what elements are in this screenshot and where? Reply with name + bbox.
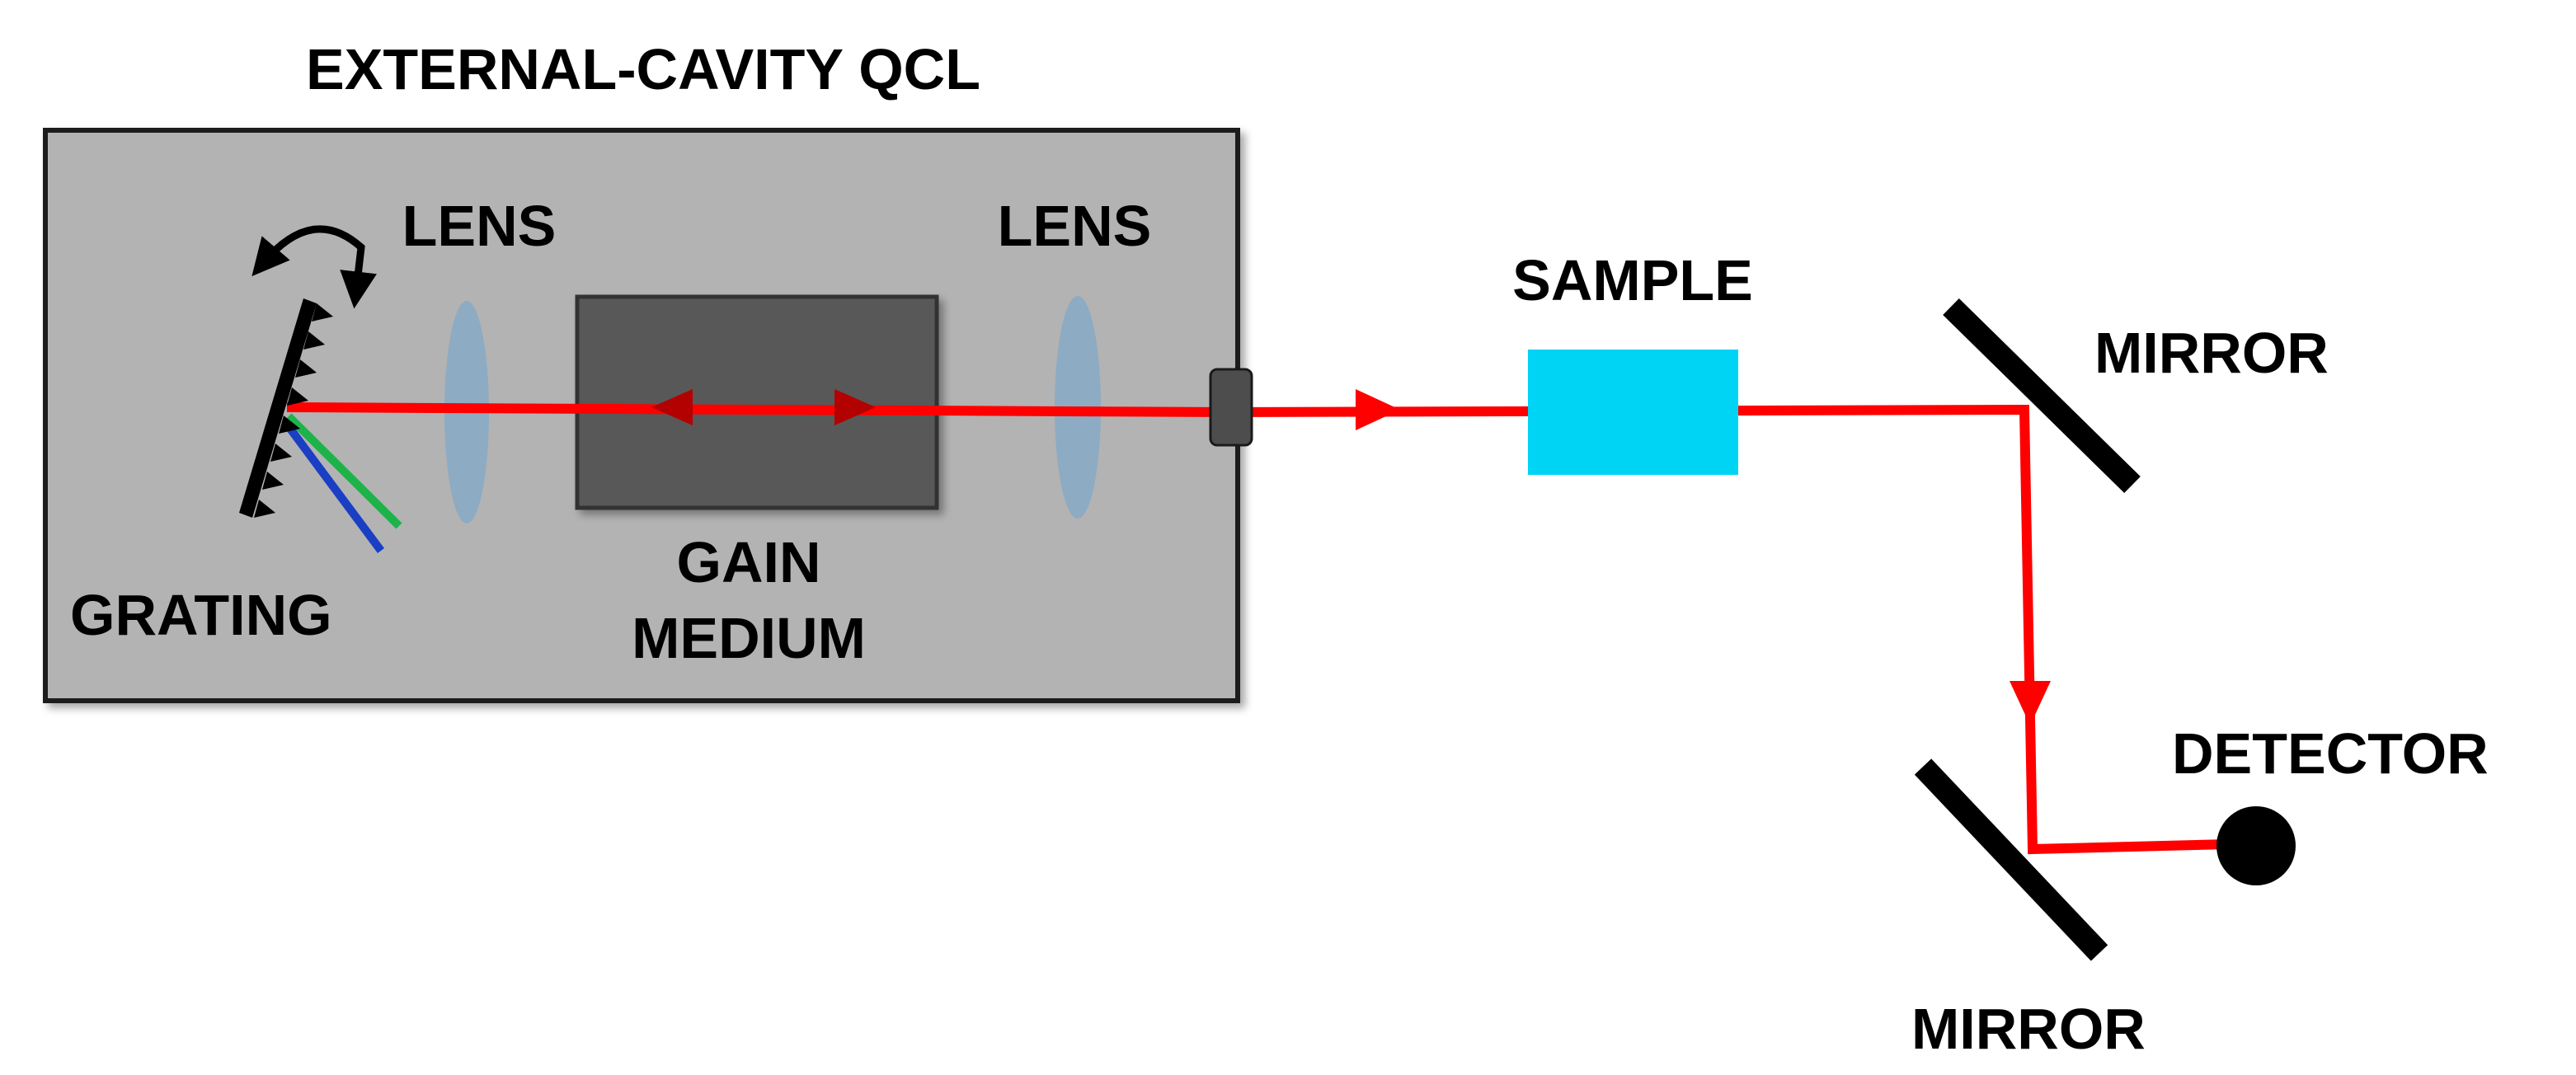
mirror-top — [1943, 298, 2141, 493]
sample-cell — [1528, 350, 1738, 475]
grating-label: GRATING — [70, 583, 332, 647]
diagram-title: EXTERNAL-CAVITY QCL — [306, 37, 980, 101]
laser-beam-path — [286, 402, 2262, 855]
beam-arrow-down — [2010, 681, 2051, 725]
mirror-bottom-label: MIRROR — [1911, 997, 2146, 1061]
sample-label: SAMPLE — [1512, 248, 1753, 312]
lens-left-label: LENS — [402, 194, 557, 258]
curved-double-arrow-icon — [251, 225, 377, 309]
gain-arrow-right — [834, 389, 876, 425]
beam-arrow-forward — [1356, 389, 1400, 430]
exit-window — [1209, 368, 1253, 447]
gain-medium-label-line2: MEDIUM — [632, 606, 866, 670]
green-diffracted-beam — [285, 413, 402, 529]
grating-icon — [239, 298, 333, 518]
gain-medium-block — [575, 294, 939, 510]
detector-label: DETECTOR — [2172, 721, 2489, 786]
gain-arrow-left — [651, 389, 693, 425]
lens-right-label: LENS — [998, 194, 1152, 258]
blue-diffracted-beam — [281, 420, 385, 553]
mirror-top-label: MIRROR — [2094, 321, 2329, 385]
gain-medium-label-line1: GAIN — [677, 530, 821, 594]
filled-circle-icon — [2216, 806, 2296, 885]
mirror-bottom — [1914, 758, 2108, 961]
